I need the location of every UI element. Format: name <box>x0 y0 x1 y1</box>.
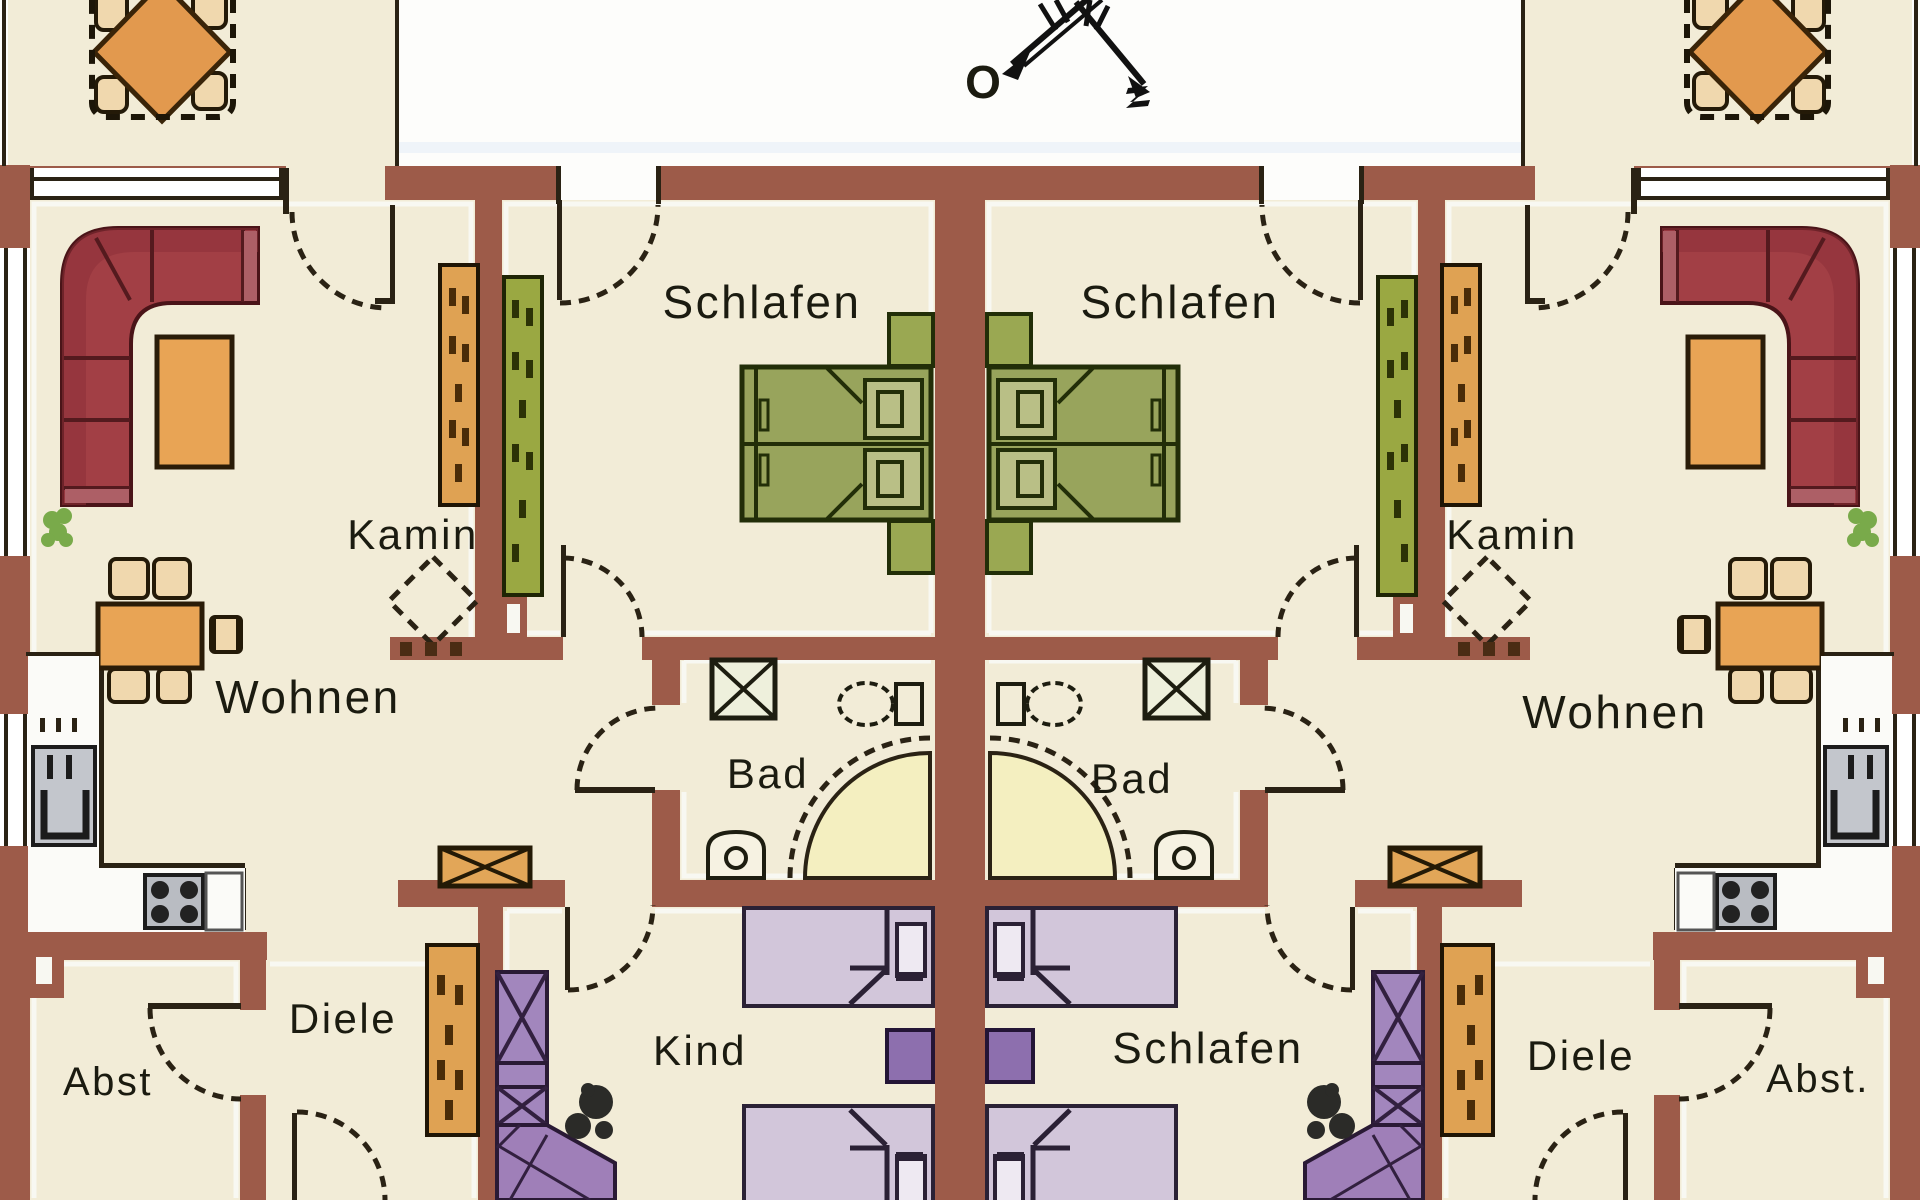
svg-text:Diele: Diele <box>1527 1032 1635 1079</box>
svg-text:Schlafen: Schlafen <box>1080 276 1279 328</box>
svg-text:Wohnen: Wohnen <box>215 671 401 723</box>
svg-text:Schlafen: Schlafen <box>1112 1024 1303 1073</box>
svg-text:Kind: Kind <box>653 1027 747 1074</box>
svg-text:Bad: Bad <box>727 750 809 797</box>
svg-text:Bad: Bad <box>1091 755 1173 802</box>
svg-text:O: O <box>965 56 1001 108</box>
svg-text:Diele: Diele <box>289 995 397 1042</box>
svg-text:Abst: Abst <box>63 1060 153 1104</box>
svg-text:Kamin: Kamin <box>347 511 479 558</box>
svg-text:Kamin: Kamin <box>1446 511 1578 558</box>
svg-text:Schlafen: Schlafen <box>662 276 861 328</box>
svg-text:Wohnen: Wohnen <box>1522 686 1708 738</box>
svg-text:Abst.: Abst. <box>1766 1057 1870 1101</box>
